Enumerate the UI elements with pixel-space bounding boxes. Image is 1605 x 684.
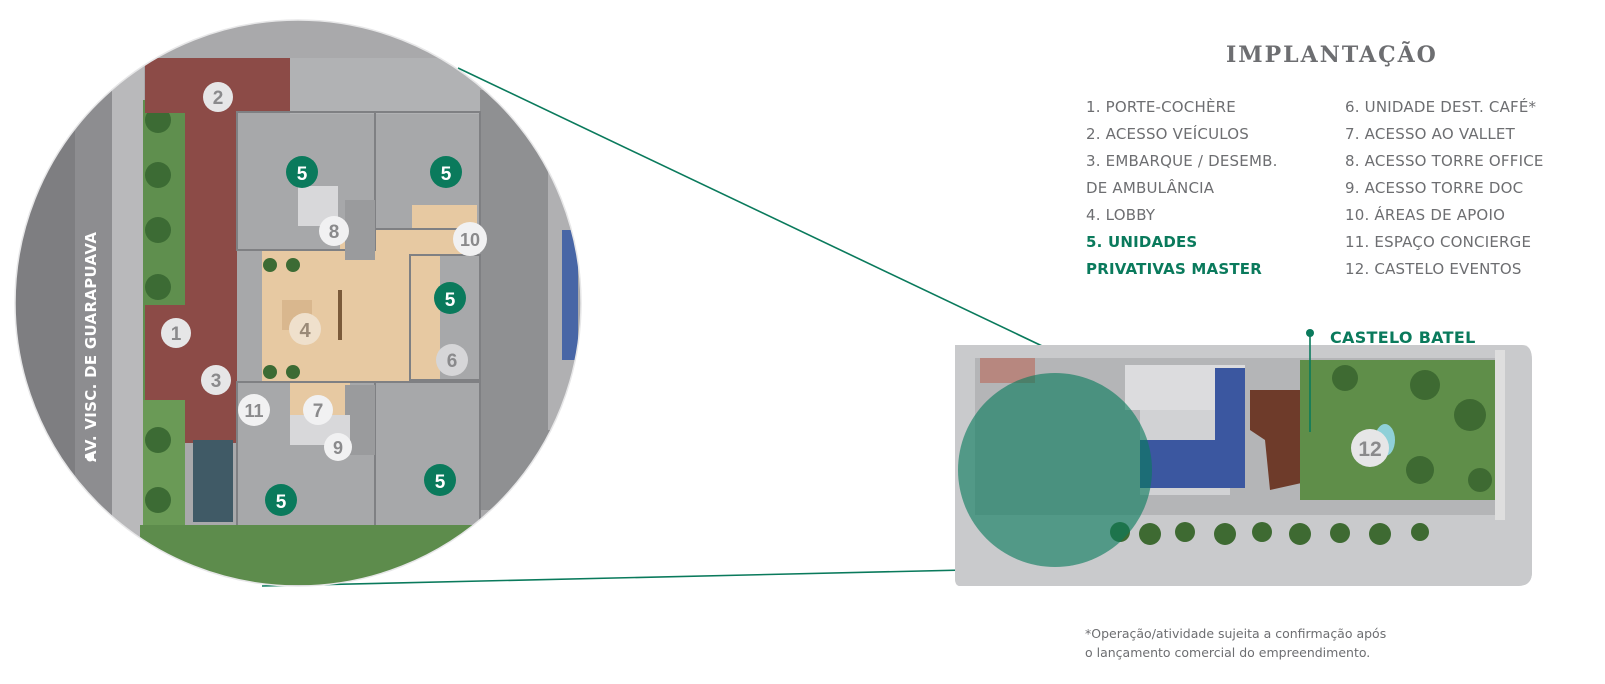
castelo-pointer-dot bbox=[1306, 329, 1314, 337]
legend-item: 4. LOBBY bbox=[1086, 206, 1156, 224]
zoom-circle-outline bbox=[14, 19, 582, 587]
castelo-batel-label: CASTELO BATEL bbox=[1330, 328, 1476, 347]
marker-5d: 5 bbox=[265, 484, 297, 516]
svg-text:12: 12 bbox=[1358, 438, 1381, 461]
zoom-connector-top bbox=[457, 67, 1123, 385]
legend-item: 3. EMBARQUE / DESEMB. bbox=[1086, 152, 1278, 170]
legend-item: 2. ACESSO VEÍCULOS bbox=[1086, 125, 1250, 143]
svg-text:9: 9 bbox=[333, 438, 343, 458]
svg-text:1: 1 bbox=[171, 324, 182, 345]
marker-12: 12 bbox=[1351, 429, 1389, 467]
svg-text:2: 2 bbox=[213, 88, 224, 109]
legend-item: DE AMBULÂNCIA bbox=[1086, 179, 1215, 197]
legend-item: 6. UNIDADE DEST. CAFÉ* bbox=[1345, 98, 1537, 116]
svg-text:6: 6 bbox=[447, 351, 458, 372]
legend-right-column: 6. UNIDADE DEST. CAFÉ* 7. ACESSO AO VALL… bbox=[1345, 94, 1544, 283]
legend-item: 8. ACESSO TORRE OFFICE bbox=[1345, 152, 1544, 170]
legend-item: 12. CASTELO EVENTOS bbox=[1345, 260, 1522, 278]
street-label: AV. VISC. DE GUARAPUAVA bbox=[82, 231, 100, 462]
page-title: IMPLANTAÇÃO bbox=[1226, 42, 1438, 68]
legend-item-highlight: PRIVATIVAS MASTER bbox=[1086, 260, 1262, 278]
marker-5e: 5 bbox=[424, 464, 456, 496]
marker-9: 9 bbox=[324, 433, 352, 461]
legend-item: 9. ACESSO TORRE DOC bbox=[1345, 179, 1524, 197]
marker-1: 1 bbox=[161, 318, 191, 348]
svg-text:10: 10 bbox=[460, 230, 480, 250]
footnote-line: o lançamento comercial do empreendimento… bbox=[1085, 645, 1371, 660]
street-dot bbox=[86, 454, 94, 462]
marker-2: 2 bbox=[203, 82, 233, 112]
marker-5a: 5 bbox=[286, 156, 318, 188]
svg-text:11: 11 bbox=[244, 401, 263, 421]
marker-4: 4 bbox=[289, 313, 321, 345]
footnote: *Operação/atividade sujeita a confirmaçã… bbox=[1085, 624, 1386, 662]
svg-text:3: 3 bbox=[211, 371, 222, 392]
marker-10: 10 bbox=[453, 222, 487, 256]
marker-5b: 5 bbox=[430, 156, 462, 188]
footnote-line: *Operação/atividade sujeita a confirmaçã… bbox=[1085, 626, 1387, 641]
svg-text:5: 5 bbox=[445, 290, 456, 311]
svg-text:4: 4 bbox=[299, 320, 311, 342]
legend-item: 11. ESPAÇO CONCIERGE bbox=[1345, 233, 1532, 251]
svg-text:5: 5 bbox=[276, 492, 287, 513]
svg-text:8: 8 bbox=[329, 222, 340, 243]
marker-3: 3 bbox=[201, 365, 231, 395]
marker-7: 7 bbox=[303, 395, 333, 425]
marker-5c: 5 bbox=[434, 282, 466, 314]
highlight-circle bbox=[958, 373, 1152, 567]
legend-left-column: 1. PORTE-COCHÈRE 2. ACESSO VEÍCULOS 3. E… bbox=[1086, 94, 1278, 283]
legend-item-highlight: 5. UNIDADES bbox=[1086, 233, 1198, 251]
legend-item: 1. PORTE-COCHÈRE bbox=[1086, 98, 1236, 116]
legend-item: 7. ACESSO AO VALLET bbox=[1345, 125, 1515, 143]
marker-11: 11 bbox=[238, 394, 270, 426]
svg-text:5: 5 bbox=[441, 164, 452, 185]
svg-text:5: 5 bbox=[435, 472, 446, 493]
svg-text:5: 5 bbox=[297, 164, 308, 185]
marker-6: 6 bbox=[436, 344, 468, 376]
marker-8: 8 bbox=[319, 216, 349, 246]
legend-item: 10. ÁREAS DE APOIO bbox=[1345, 206, 1506, 224]
svg-text:7: 7 bbox=[313, 401, 324, 422]
zoom-connector-bottom bbox=[261, 567, 1055, 587]
